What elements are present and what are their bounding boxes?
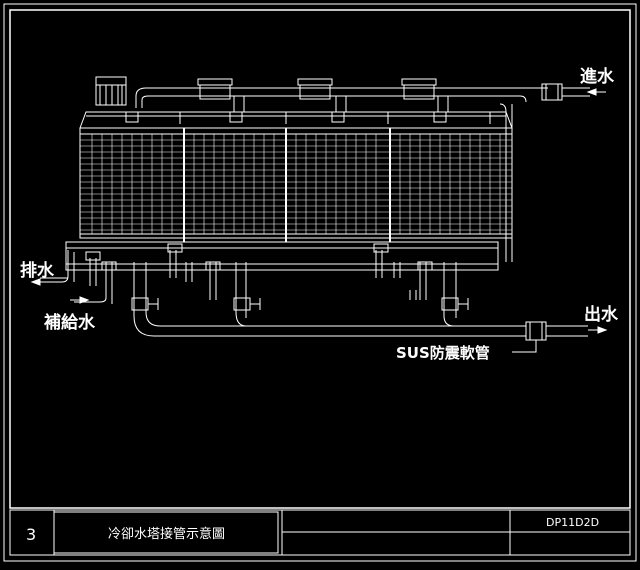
inlet-label: 進水 (580, 66, 615, 87)
inlet-arrow (586, 88, 606, 96)
makeup-arrow (70, 296, 90, 304)
makeup-label: 補給水 (43, 312, 96, 333)
outlet-header-pipe (131, 262, 588, 353)
drain-makeup-piping (40, 243, 433, 304)
drain-label: 排水 (20, 260, 55, 281)
drawing-title: 冷卻水塔接管示意圖 (108, 526, 225, 542)
drawing-code: DP11D2D (546, 516, 599, 529)
outlet-label: 出水 (584, 304, 619, 325)
inlet-flex-joint (541, 83, 563, 101)
drawing-frame (3, 3, 637, 562)
louver-panels (80, 134, 512, 234)
outlet-arrow (588, 326, 608, 334)
title-block (9, 509, 631, 556)
drain-arrow (30, 278, 48, 286)
sheet-number: 3 (26, 525, 36, 544)
fan-stacks (95, 76, 437, 106)
flex-pipe-label: SUS防震軟管 (396, 344, 490, 362)
inlet-header-pipe (125, 83, 590, 262)
